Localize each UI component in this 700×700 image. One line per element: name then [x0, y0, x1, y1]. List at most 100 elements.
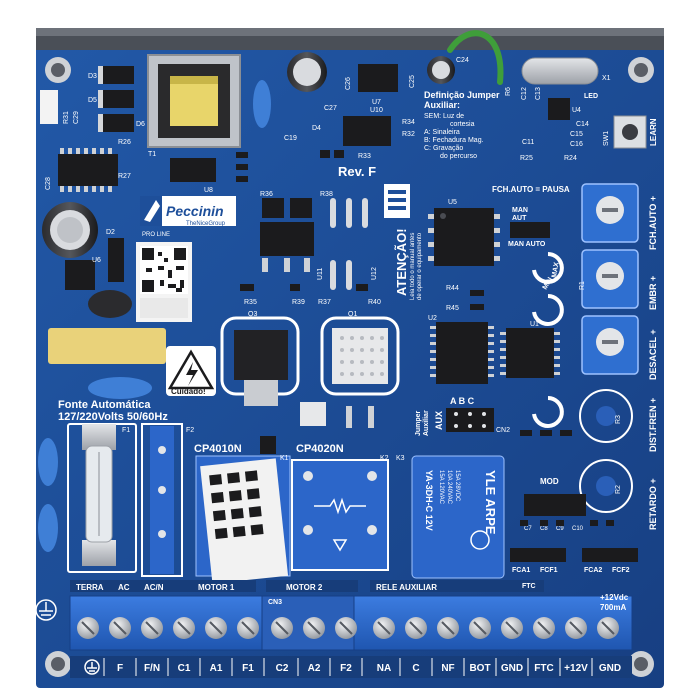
- smd-resistors: [236, 150, 614, 526]
- terminal-label: C1: [178, 663, 191, 674]
- fonte-line-2: 127/220Volts 50/60Hz: [58, 411, 168, 423]
- qr-code: [136, 242, 192, 322]
- terminal-label: GND: [599, 663, 621, 674]
- led-label: LED: [584, 93, 598, 100]
- ref-d5: D5: [88, 97, 97, 104]
- ref-c29: C29: [73, 111, 80, 124]
- ref-r40: R40: [368, 299, 381, 306]
- min-max-dials: [532, 252, 564, 428]
- motor2-label: MOTOR 2: [286, 583, 323, 592]
- fca2-label: FCA2: [584, 567, 602, 574]
- ref-r37: R37: [318, 299, 331, 306]
- transistor-q3: [220, 316, 300, 406]
- terminal-group-labels: TERRA AC AC/N MOTOR 1 MOTOR 2 CN3 RELE A…: [70, 580, 629, 612]
- transistor-q1-heatsink: [300, 316, 400, 428]
- terminal-strip: [69, 595, 633, 651]
- fcf1-label: FCF1: [540, 567, 558, 574]
- ref-d4: D4: [312, 125, 321, 132]
- side-label-desacel: DESACEL +: [648, 329, 658, 380]
- man-label: MAN: [512, 207, 528, 214]
- ref-c16: C16: [570, 141, 583, 148]
- ref-x1: X1: [602, 75, 611, 82]
- diodes-block: [98, 66, 134, 132]
- power-out-2: 700mA: [600, 603, 626, 612]
- ref-r26: R26: [118, 139, 131, 146]
- man-auto-label: MAN AUTO: [508, 241, 546, 248]
- blue-capacitors: [38, 80, 271, 552]
- jumper-c-2: do percurso: [440, 153, 477, 160]
- serial-label: [40, 90, 58, 124]
- brand-logo: Peccinin TheNiceGroup PRO LINE: [140, 196, 236, 238]
- jumper-title: Definição Jumper: [424, 90, 500, 100]
- ref-c25: C25: [409, 75, 416, 88]
- man-auto-jumper: MAN AUT MAN AUTO: [508, 207, 550, 248]
- ref-c7: C7: [524, 526, 532, 532]
- side-label-dist-fren: DIST.FREN +: [648, 398, 658, 452]
- jumper-b: B: Fechadura Mag.: [424, 137, 484, 144]
- jumper-a: A: Sinaleira: [424, 129, 460, 136]
- capacitor-top-c24: [427, 56, 455, 84]
- brand-name: Peccinin: [166, 203, 224, 219]
- ref-q3: Q3: [248, 311, 257, 318]
- relay-spec-1: 15A 120VAC: [438, 470, 444, 505]
- limit-switch-headers: [510, 494, 638, 562]
- terminal-label: NA: [377, 663, 391, 674]
- attention-sub-2: de operar o equipamento: [417, 232, 423, 300]
- fuse-holder: [67, 423, 137, 573]
- side-setting-labels: FCH.AUTO + EMBR + DESACEL + DIST.FREN + …: [648, 196, 658, 530]
- ref-r45: R45: [446, 305, 459, 312]
- silkscreen-text: Rev. F Definição Jumper Auxiliar: SEM: L…: [58, 90, 658, 590]
- ref-r25: R25: [520, 155, 533, 162]
- terminal-label: GND: [501, 663, 523, 674]
- ref-r1: R1: [579, 281, 586, 290]
- jumper-aux-label: Jumper: [415, 410, 422, 436]
- capacitor-left-large: [42, 202, 98, 258]
- relay-spec-2: 10A 240VAC: [446, 470, 452, 505]
- terra-label: TERRA: [76, 583, 104, 592]
- motor1-label: MOTOR 1: [198, 583, 235, 592]
- relay-model: YA-3DH-C 12V: [424, 470, 434, 531]
- ref-u6: U6: [92, 257, 101, 264]
- learn-button: [613, 115, 647, 149]
- terminal-label: C2: [276, 663, 289, 674]
- mod-label: MOD: [540, 477, 559, 486]
- rele-aux-label: RELE AUXILIAR: [376, 583, 437, 592]
- ref-u5: U5: [448, 199, 457, 206]
- ref-sw1: SW1: [603, 131, 610, 146]
- ref-c10: C10: [572, 526, 584, 532]
- ref-c8: C8: [540, 526, 548, 532]
- terminal-label: +12V: [564, 663, 588, 674]
- abc-label: A B C: [450, 396, 475, 406]
- aux-jumper-pins: [446, 408, 494, 432]
- cp4020n-label: CP4020N: [296, 443, 344, 455]
- terminal-labels: F F/N C1 A1 F1 C2 A2 F2 NA C NF BOT GND …: [117, 663, 621, 674]
- aut-label: AUT: [512, 215, 527, 222]
- trimmer-pots: [579, 183, 639, 513]
- terminal-label: BOT: [469, 663, 490, 674]
- terminal-label: A2: [308, 663, 321, 674]
- terminal-label: A1: [210, 663, 223, 674]
- relay-brand: YLE ARPE: [483, 470, 498, 535]
- terminal-label-dividers: [103, 658, 593, 676]
- ref-k1: K1: [280, 455, 289, 462]
- terminal-label: FTC: [534, 663, 553, 674]
- relay-k2: [291, 459, 389, 571]
- ref-r36: R36: [260, 191, 273, 198]
- warning-label: Cuidado!: [171, 387, 206, 396]
- ic-u5-dip: [428, 208, 500, 266]
- learn-label: LEARN: [649, 118, 658, 146]
- capacitor-top-c26: [287, 52, 327, 92]
- ref-q1: Q1: [348, 311, 357, 318]
- ref-r2: R2: [615, 485, 622, 494]
- terminal-label: F/N: [144, 663, 160, 674]
- ref-c28: C28: [45, 177, 52, 190]
- ref-r27: R27: [118, 173, 131, 180]
- terminal-label: NF: [441, 663, 454, 674]
- crystal-x1: [521, 57, 599, 85]
- jumper-sem: SEM: Luz de: [424, 113, 464, 120]
- ref-f1: F1: [122, 427, 130, 434]
- max-label: MAX: [551, 261, 561, 278]
- ftc-label: FTC: [522, 583, 536, 590]
- aux-label: AUX: [434, 411, 444, 430]
